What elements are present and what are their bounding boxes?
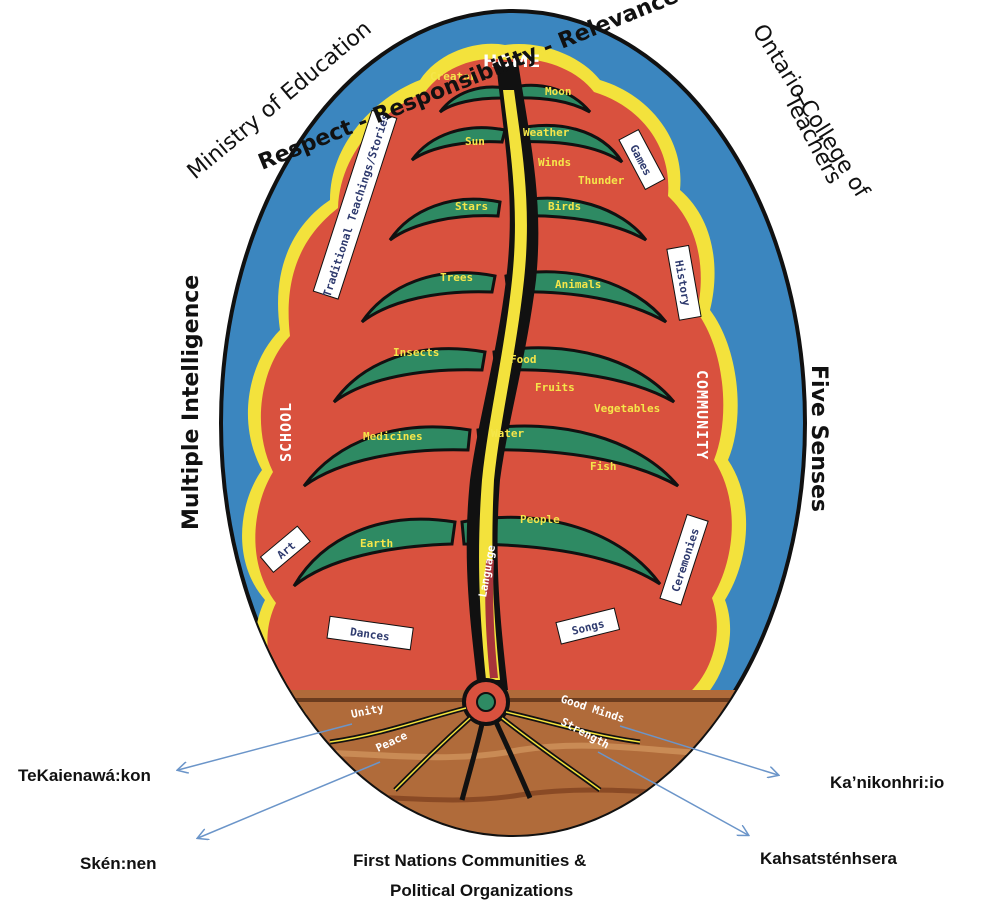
label-food: Food <box>510 353 537 366</box>
label-winds: Winds <box>538 156 571 169</box>
label-animals: Animals <box>555 278 601 291</box>
kanikonhri-label: Ka’nikonhri:io <box>830 773 944 792</box>
first-nations-line1: First Nations Communities & <box>353 851 586 870</box>
school-label: SCHOOL <box>277 402 295 462</box>
skennen-label: Skén:nen <box>80 854 157 873</box>
label-fruits: Fruits <box>535 381 575 394</box>
label-vegetables: Vegetables <box>594 402 660 415</box>
label-insects: Insects <box>393 346 439 359</box>
tekaienawa-label: TeKaienawá:kon <box>18 766 151 785</box>
label-stars: Stars <box>455 200 488 213</box>
label-moon: Moon <box>545 85 572 98</box>
multiple-intelligence-label: Multiple Intelligence <box>179 275 204 530</box>
label-fish: Fish <box>590 460 617 473</box>
community-label: COMMUNITY <box>693 370 711 460</box>
label-earth: Earth <box>360 537 393 550</box>
first-nations-line2: Political Organizations <box>390 881 573 900</box>
label-sun: Sun <box>465 135 485 148</box>
five-senses-label: Five Senses <box>806 365 831 512</box>
kahsatstenhsera-label: Kahsatsténhsera <box>760 849 898 868</box>
label-trees: Trees <box>440 271 473 284</box>
arrow-unity <box>178 724 352 770</box>
arrow-peace <box>198 762 380 838</box>
label-people: People <box>520 513 560 526</box>
label-water: Water <box>491 427 524 440</box>
label-medicines: Medicines <box>363 430 423 443</box>
label-birds: Birds <box>548 200 581 213</box>
soil <box>200 690 820 860</box>
label-weather: Weather <box>523 126 570 139</box>
label-thunder: Thunder <box>578 174 625 187</box>
